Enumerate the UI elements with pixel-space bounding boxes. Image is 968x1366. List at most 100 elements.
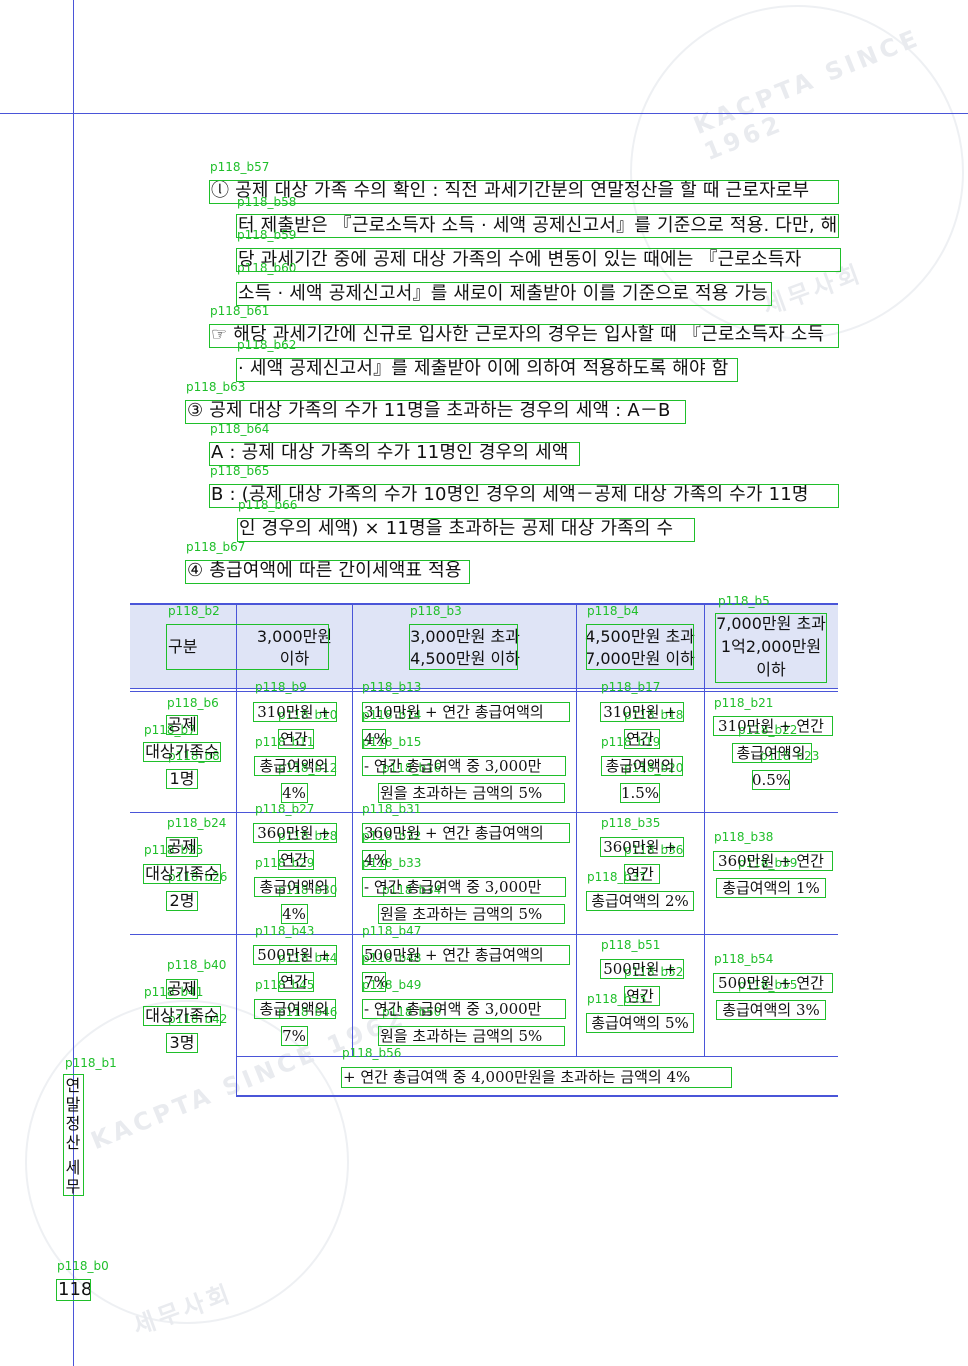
block-tag: p118_b27 — [255, 802, 315, 816]
cell-text: 310만원 + 연간 총급여액의 — [364, 703, 544, 721]
block-tag: p118_b25 — [144, 843, 204, 857]
block-tag: p118_b55 — [738, 978, 798, 992]
block-tag: p118_b53 — [587, 992, 647, 1006]
cell-text: 원을 초과하는 금액의 5% — [380, 784, 543, 802]
block-box — [209, 442, 580, 466]
block-tag: p118_b20 — [624, 761, 684, 775]
block-box — [752, 770, 790, 790]
row-label-line2: 대상가족수 — [145, 864, 219, 883]
block-box — [185, 400, 686, 424]
cell-text: 총급여액의 — [259, 1000, 329, 1018]
block-box — [166, 1033, 198, 1053]
table-col-divider — [704, 603, 705, 1057]
row-label-line1: 공제 — [167, 979, 197, 998]
block-tag: p118_b16 — [382, 761, 442, 775]
block-tag: p118_b8 — [168, 749, 220, 763]
cell-text: 총급여액의 — [605, 757, 675, 775]
table-rule-header — [130, 688, 838, 689]
block-tag: p118_b15 — [362, 735, 422, 749]
block-box — [362, 823, 570, 843]
block-box — [341, 1067, 732, 1088]
cell-text: 원을 초과하는 금액의 5% — [380, 1027, 543, 1045]
block-tag: p118_b61 — [210, 304, 270, 318]
row-label-line3: 3명 — [169, 1033, 195, 1052]
cell-text: 연간 — [280, 973, 308, 991]
page-number: 118 — [58, 1279, 93, 1300]
block-box — [586, 1013, 694, 1033]
paragraph-line: 인 경우의 세액) × 11명을 초과하는 공제 대상 가족의 수 — [239, 518, 674, 539]
block-tag: p118_b3 — [410, 604, 462, 618]
block-tag: p118_b9 — [255, 680, 307, 694]
block-box — [586, 891, 694, 911]
block-box — [362, 702, 570, 722]
block-tag: p118_b48 — [362, 951, 422, 965]
block-box — [362, 945, 570, 965]
table-rule-row — [130, 812, 838, 813]
block-box — [253, 823, 337, 843]
block-box — [715, 613, 827, 683]
block-tag: p118_b17 — [601, 680, 661, 694]
cell-text: 연간 — [626, 987, 654, 1005]
block-tag: p118_b59 — [237, 228, 297, 242]
block-tag: p118_b47 — [362, 924, 422, 938]
block-box — [600, 959, 684, 979]
cell-text: 360만원 + — [257, 824, 331, 842]
block-tag: p118_b1 — [65, 1056, 117, 1070]
block-box — [378, 1026, 565, 1046]
side-title-char: 세 — [65, 1158, 81, 1177]
block-tag: p118_b19 — [601, 735, 661, 749]
cell-text: 500만원 + — [257, 946, 331, 964]
paragraph-line: · 세액 공제신고서』를 제출받아 이에 의하여 적용하도록 해야 함 — [238, 358, 729, 379]
row-label-line3: 2명 — [169, 891, 195, 910]
paragraph-line: ⓛ 공제 대상 가족 수의 확인 : 직전 과세기간분의 연말정산을 할 때 근… — [211, 180, 810, 201]
block-tag: p118_b10 — [278, 708, 338, 722]
block-box — [166, 715, 198, 735]
block-box — [236, 282, 772, 306]
block-box — [278, 729, 314, 749]
side-title-char: 정 — [65, 1114, 81, 1133]
cell-text: 총급여액의 1% — [722, 879, 820, 897]
block-box — [409, 624, 518, 670]
header-label-col1-line2: 이하 — [279, 649, 310, 668]
table-rule-top — [130, 603, 838, 605]
block-tag: p118_b7 — [144, 723, 196, 737]
row-label-line2: 대상가족수 — [145, 742, 219, 761]
cell-text: 연간 — [280, 851, 308, 869]
block-tag: p118_b30 — [278, 883, 338, 897]
margin-guide-left — [73, 0, 74, 1366]
cell-text: 총급여액의 5% — [591, 1014, 689, 1032]
block-tag: p118_b37 — [587, 870, 647, 884]
cell-text: 0.5% — [751, 771, 791, 789]
block-tag: p118_b26 — [168, 870, 228, 884]
block-box — [362, 850, 386, 870]
block-box — [166, 891, 198, 911]
cell-text: 310만원 + — [603, 703, 677, 721]
cell-text: 총급여액의 — [259, 878, 329, 896]
paragraph-line: A : 공제 대상 가족의 수가 11명인 경우의 세액 — [211, 442, 569, 463]
paragraph-line: ④ 총급여액에 따른 간이세액표 적용 — [187, 560, 462, 581]
block-tag: p118_b45 — [255, 978, 315, 992]
block-tag: p118_b49 — [362, 978, 422, 992]
row-label-line1: 공제 — [167, 837, 197, 856]
block-box — [143, 742, 221, 762]
block-box — [600, 837, 684, 857]
cell-text: 4% — [364, 851, 388, 869]
block-box — [254, 756, 336, 776]
block-box — [713, 851, 833, 871]
block-tag: p118_b54 — [714, 952, 774, 966]
cell-text: 1.5% — [620, 784, 660, 802]
block-box — [362, 877, 566, 897]
cell-text: 310만원 + 연간 — [718, 717, 824, 735]
cell-text: 4% — [282, 905, 306, 923]
table-rule-header-double — [130, 691, 838, 692]
cell-text: 7% — [364, 973, 388, 991]
margin-guide-top — [0, 113, 968, 114]
cell-text: 4% — [282, 784, 306, 802]
block-tag: p118_b56 — [342, 1046, 402, 1060]
block-tag: p118_b60 — [237, 261, 297, 275]
block-box — [237, 518, 695, 542]
cell-text: 총급여액의 2% — [591, 892, 689, 910]
block-tag: p118_b35 — [601, 816, 661, 830]
block-box — [362, 972, 386, 992]
header-label-col4-line1: 7,000만원 초과 — [716, 614, 826, 633]
